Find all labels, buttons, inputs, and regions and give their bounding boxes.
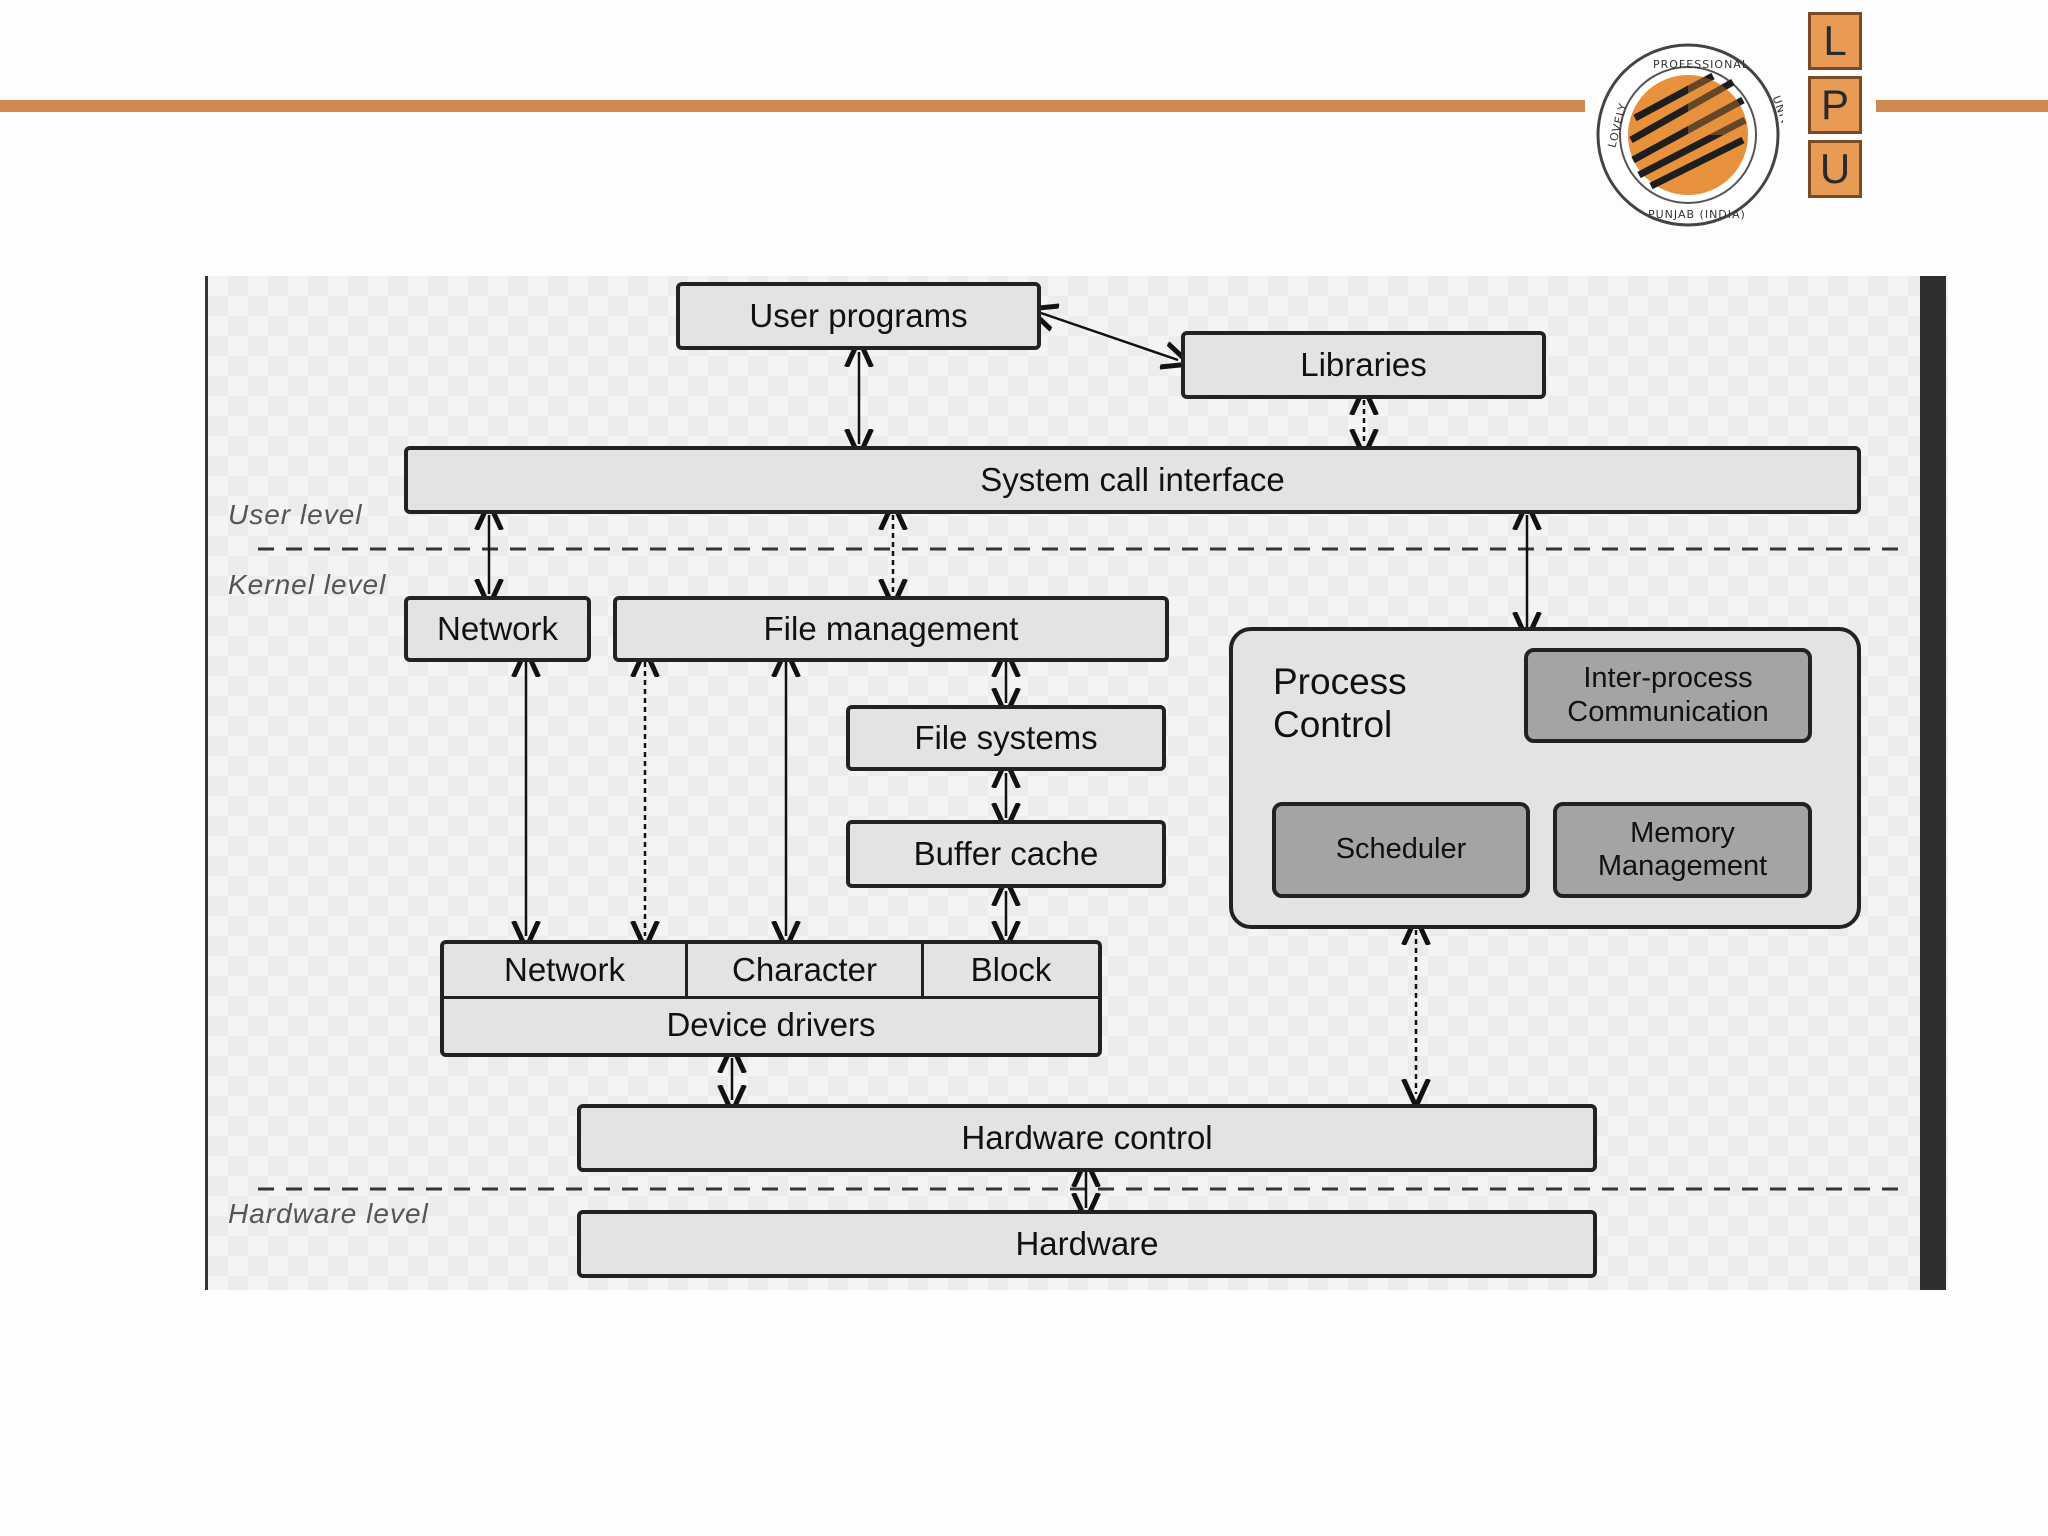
hardware-level-label: Hardware level xyxy=(228,1198,429,1229)
driver-network-cell: Network xyxy=(444,944,688,996)
memory-management-box: Memory Management xyxy=(1553,802,1812,898)
libraries-box: Libraries xyxy=(1181,331,1546,399)
file-systems-box: File systems xyxy=(846,705,1166,771)
network-box: Network xyxy=(404,596,591,662)
logo-letter-p: P xyxy=(1808,76,1862,134)
system-call-interface-box: System call interface xyxy=(404,446,1861,514)
seal-text-top: PROFESSIONAL xyxy=(1653,58,1749,71)
buffer-cache-box: Buffer cache xyxy=(846,820,1166,888)
scheduler-box: Scheduler xyxy=(1272,802,1530,898)
driver-character-cell: Character xyxy=(688,944,924,996)
hardware-control-box: Hardware control xyxy=(577,1104,1597,1172)
device-drivers-box: Network Character Block Device drivers xyxy=(440,940,1102,1057)
arrow-userprog-libraries xyxy=(1041,313,1178,360)
user-level-label: User level xyxy=(228,499,363,530)
header-rule-left xyxy=(0,100,1585,112)
ipc-box: Inter-process Communication xyxy=(1524,648,1812,743)
header-rule-right xyxy=(1876,100,2048,112)
hardware-box: Hardware xyxy=(577,1210,1597,1278)
seal-text-bottom: PUNJAB (INDIA) xyxy=(1648,208,1746,221)
lpu-letter-stack: L P U xyxy=(1808,12,1866,204)
university-seal-logo: PROFESSIONAL LOVELY UNIVERSITY PUNJAB (I… xyxy=(1596,43,1783,227)
device-drivers-divider xyxy=(444,996,1098,999)
process-control-label: Process Control xyxy=(1273,661,1407,745)
kernel-level-label: Kernel level xyxy=(228,569,387,600)
diagram-right-edge xyxy=(1920,276,1946,1290)
logo-letter-u: U xyxy=(1808,140,1862,198)
device-drivers-label: Device drivers xyxy=(666,1006,876,1044)
user-programs-box: User programs xyxy=(676,282,1041,350)
file-management-box: File management xyxy=(613,596,1169,662)
logo-letter-l: L xyxy=(1808,12,1862,70)
driver-block-cell: Block xyxy=(970,951,1052,989)
